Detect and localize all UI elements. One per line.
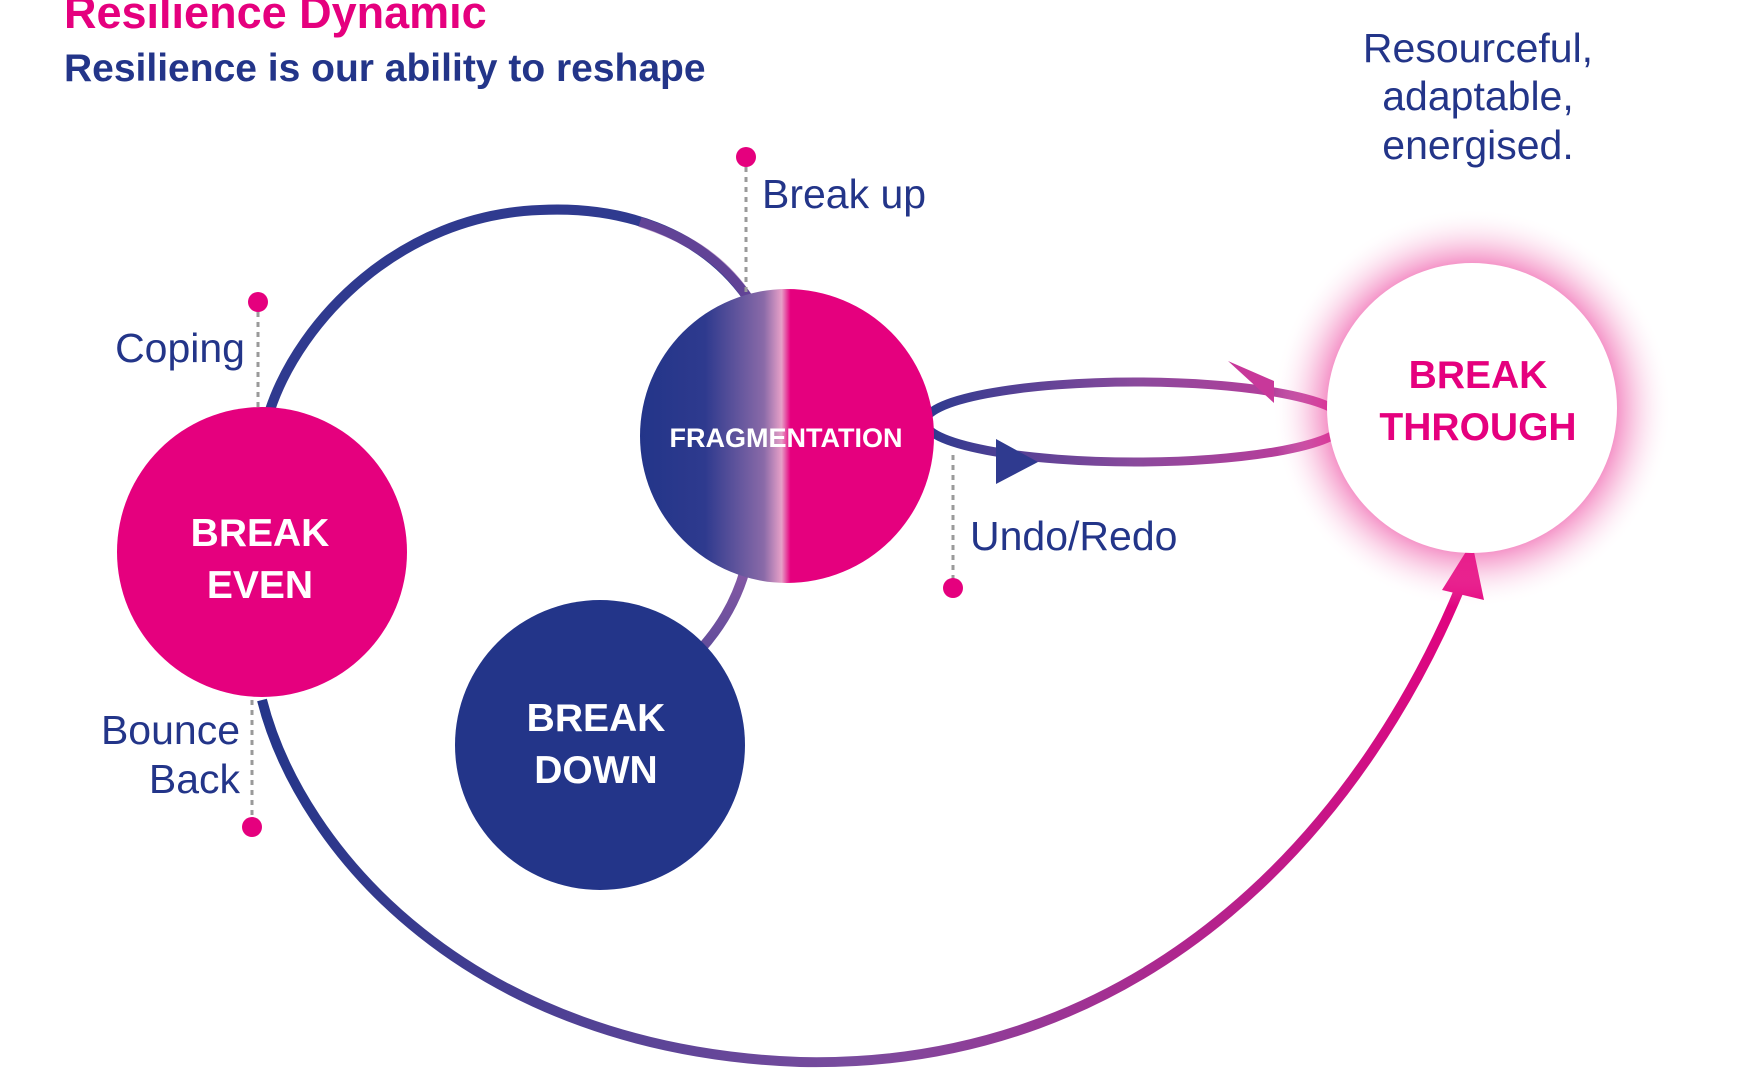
diagram-subtitle: Resilience is our ability to reshape — [64, 47, 706, 90]
break-down-node: BREAK DOWN — [455, 600, 745, 890]
loop-arrowhead-right — [996, 439, 1038, 484]
bounce-back-arc — [257, 566, 1473, 1068]
coping-leader-dot — [248, 292, 268, 312]
loop-arrowhead-left — [1228, 361, 1274, 403]
bounce-back-leader-dot — [242, 817, 262, 837]
outcome-line2: adaptable, — [1382, 73, 1574, 119]
break-through-node: BREAK THROUGH — [1272, 208, 1672, 608]
fragmentation-to-breakdown-connector — [696, 568, 750, 654]
diagram-title: Resilience Dynamic — [64, 0, 487, 38]
coping-label: Coping — [115, 325, 245, 371]
undo-redo-leader-dot — [943, 578, 963, 598]
fragmentation-node: FRAGMENTATION — [640, 289, 934, 583]
break-down-label-line1: BREAK — [527, 697, 666, 740]
fragmentation-label: FRAGMENTATION — [670, 423, 903, 453]
break-through-label-line1: BREAK — [1409, 354, 1548, 397]
break-up-leader-dot — [736, 147, 756, 167]
break-through-label-line2: THROUGH — [1379, 406, 1576, 449]
bounce-back-label-line2: Back — [149, 756, 241, 802]
outcome-line1: Resourceful, — [1363, 25, 1593, 71]
break-even-label-line1: BREAK — [191, 512, 330, 555]
break-even-node: BREAK EVEN — [117, 407, 407, 697]
undo-redo-label: Undo/Redo — [970, 513, 1177, 559]
break-even-label-line2: EVEN — [207, 564, 313, 607]
break-up-arc-tint — [638, 217, 753, 301]
outcome-line3: energised. — [1382, 122, 1573, 168]
break-down-label-line2: DOWN — [534, 749, 657, 792]
break-up-label: Break up — [762, 171, 926, 217]
bounce-back-label-line1: Bounce — [101, 707, 240, 753]
